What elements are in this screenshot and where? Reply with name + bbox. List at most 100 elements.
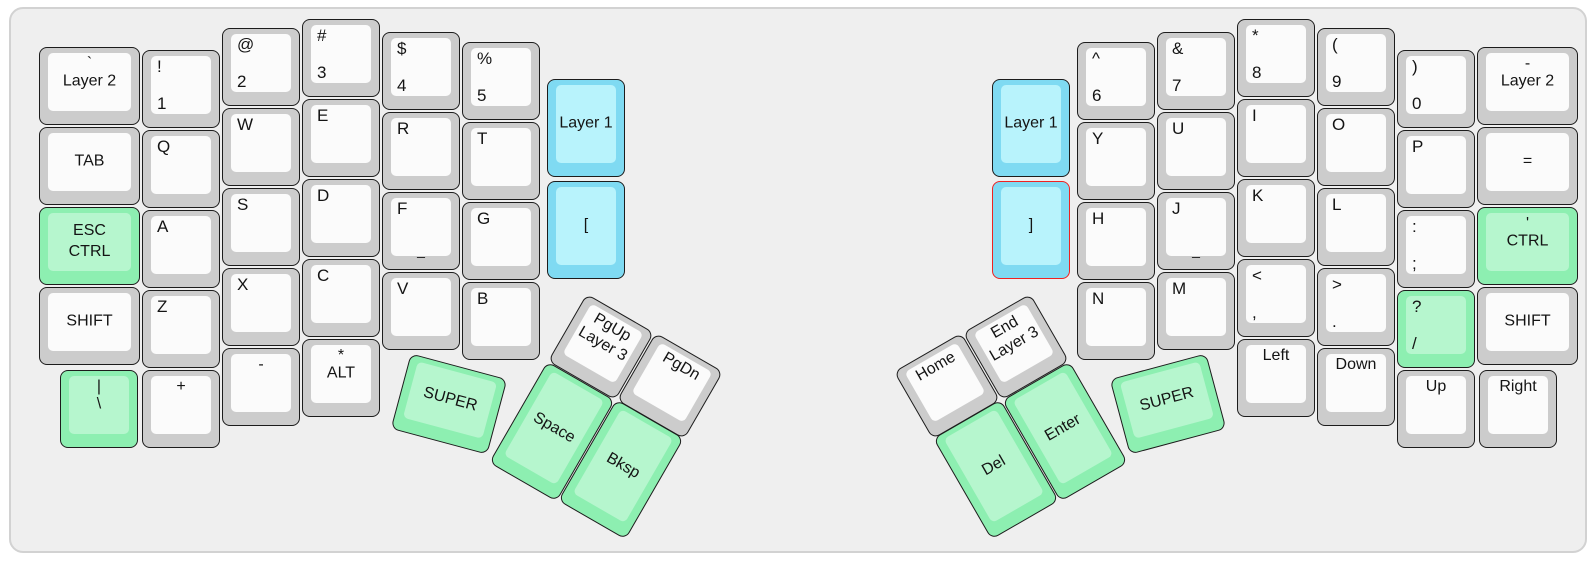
keycap-top-surface: N	[1086, 288, 1146, 346]
keycap-top-surface: !1	[151, 56, 211, 114]
key-e[interactable]: E	[302, 99, 380, 177]
key-legend-bl: 5	[477, 85, 487, 105]
key-right-bracket[interactable]: ]	[992, 181, 1070, 279]
keycap-top-surface: Home	[904, 342, 986, 423]
key-q[interactable]: Q	[142, 130, 220, 208]
key-super-left[interactable]: SUPER	[390, 353, 508, 455]
key-z[interactable]: Z	[142, 290, 220, 368]
key-amp-7[interactable]: &7	[1157, 32, 1235, 110]
key-w[interactable]: W	[222, 108, 300, 186]
key-arrow-down[interactable]: Down	[1317, 348, 1395, 426]
key-legend-bl: 7	[1172, 75, 1182, 95]
key-dollar-4[interactable]: $4	[382, 32, 460, 110]
key-r[interactable]: R	[382, 112, 460, 190]
key-m[interactable]: M	[1157, 272, 1235, 350]
key-grave-layer2[interactable]: `Layer 2	[39, 47, 140, 125]
key-minus-layer2[interactable]: -Layer 2	[1477, 47, 1578, 125]
key-legend-tl: D	[317, 186, 330, 205]
key-plus[interactable]: +	[142, 370, 220, 448]
key-at-2[interactable]: @2	[222, 28, 300, 106]
key-exclam-1[interactable]: !1	[142, 50, 220, 128]
key-legend-tc: Home	[913, 348, 959, 385]
key-legend-c: ]	[1028, 216, 1034, 234]
key-h[interactable]: H	[1077, 202, 1155, 280]
keycap-top-surface: Down	[1326, 354, 1386, 412]
key-x[interactable]: X	[222, 268, 300, 346]
key-esc-ctrl[interactable]: ESC CTRL	[39, 207, 140, 285]
key-equals[interactable]: =	[1477, 127, 1578, 205]
keycap-top-surface: &7	[1166, 38, 1226, 96]
key-i[interactable]: I	[1237, 99, 1315, 177]
key-hash-3[interactable]: #3	[302, 19, 380, 97]
key-t[interactable]: T	[462, 122, 540, 200]
key-colon-semicolon[interactable]: :;	[1397, 210, 1475, 288]
key-quote-ctrl[interactable]: 'CTRL	[1477, 207, 1578, 285]
key-k[interactable]: K	[1237, 179, 1315, 257]
key-s[interactable]: S	[222, 188, 300, 266]
key-l[interactable]: L	[1317, 188, 1395, 266]
key-legend-c: Del	[978, 451, 1009, 479]
key-legend-tl: >	[1332, 275, 1342, 294]
key-arrow-right[interactable]: Right	[1479, 370, 1557, 448]
key-legend-bl: 3	[317, 62, 327, 82]
key-super-right[interactable]: SUPER	[1109, 353, 1227, 455]
key-n[interactable]: N	[1077, 282, 1155, 360]
key-legend-c: SUPER	[421, 383, 480, 415]
key-minus-left[interactable]: -	[222, 348, 300, 426]
key-legend-tl: Q	[157, 137, 171, 156]
key-b[interactable]: B	[462, 282, 540, 360]
keycap-top-surface: D	[311, 185, 371, 243]
key-legend-tc: Right	[1499, 378, 1537, 395]
key-star-alt[interactable]: *ALT	[302, 339, 380, 417]
keycap-top-surface: |\	[69, 376, 129, 434]
key-legend-tl: W	[237, 115, 254, 134]
keycap-top-surface: End Layer 3	[973, 303, 1055, 384]
key-u[interactable]: U	[1157, 112, 1235, 190]
key-legend-tl: )	[1412, 57, 1418, 76]
key-legend-tc: +	[176, 378, 186, 395]
key-v[interactable]: V	[382, 272, 460, 350]
key-legend-tl: S	[237, 195, 249, 214]
key-legend-c: ALT	[326, 364, 356, 382]
key-legend-tl: U	[1172, 119, 1185, 138]
key-star-8[interactable]: *8	[1237, 19, 1315, 97]
key-legend-c: ESC CTRL	[68, 222, 111, 260]
key-c[interactable]: C	[302, 259, 380, 337]
key-lparen-9[interactable]: (9	[1317, 28, 1395, 106]
key-legend-tl: V	[397, 279, 409, 298]
key-tab[interactable]: TAB	[39, 127, 140, 205]
key-legend-tl: O	[1332, 115, 1346, 134]
key-left-bracket[interactable]: [	[547, 181, 625, 279]
key-f[interactable]: F_	[382, 192, 460, 270]
key-d[interactable]: D	[302, 179, 380, 257]
key-legend-bl: ,	[1252, 302, 1257, 322]
keycap-top-surface: B	[471, 288, 531, 346]
key-shift-right[interactable]: SHIFT	[1477, 287, 1578, 365]
keycap-top-surface: *8	[1246, 25, 1306, 83]
key-y[interactable]: Y	[1077, 122, 1155, 200]
key-p[interactable]: P	[1397, 130, 1475, 208]
key-pipe-backslash[interactable]: |\	[60, 370, 138, 448]
key-percent-5[interactable]: %5	[462, 42, 540, 120]
key-layer1-left[interactable]: Layer 1	[547, 79, 625, 177]
key-o[interactable]: O	[1317, 108, 1395, 186]
key-question-slash[interactable]: ?/	[1397, 290, 1475, 368]
key-g[interactable]: G	[462, 202, 540, 280]
key-arrow-up[interactable]: Up	[1397, 370, 1475, 448]
key-legend-tl: M	[1172, 279, 1187, 298]
key-rparen-0[interactable]: )0	[1397, 50, 1475, 128]
key-a[interactable]: A	[142, 210, 220, 288]
keycap-top-surface: Right	[1488, 376, 1548, 434]
key-layer1-right[interactable]: Layer 1	[992, 79, 1070, 177]
key-j[interactable]: J_	[1157, 192, 1235, 270]
key-legend-tl: I	[1252, 106, 1257, 125]
key-legend-c: Bksp	[603, 448, 644, 482]
key-legend-tl: (	[1332, 35, 1338, 54]
keycap-top-surface: Up	[1406, 376, 1466, 434]
key-shift-left[interactable]: SHIFT	[39, 287, 140, 365]
key-caret-6[interactable]: ^6	[1077, 42, 1155, 120]
key-lt-comma[interactable]: <,	[1237, 259, 1315, 337]
key-arrow-left[interactable]: Left	[1237, 339, 1315, 417]
key-gt-period[interactable]: >.	[1317, 268, 1395, 346]
